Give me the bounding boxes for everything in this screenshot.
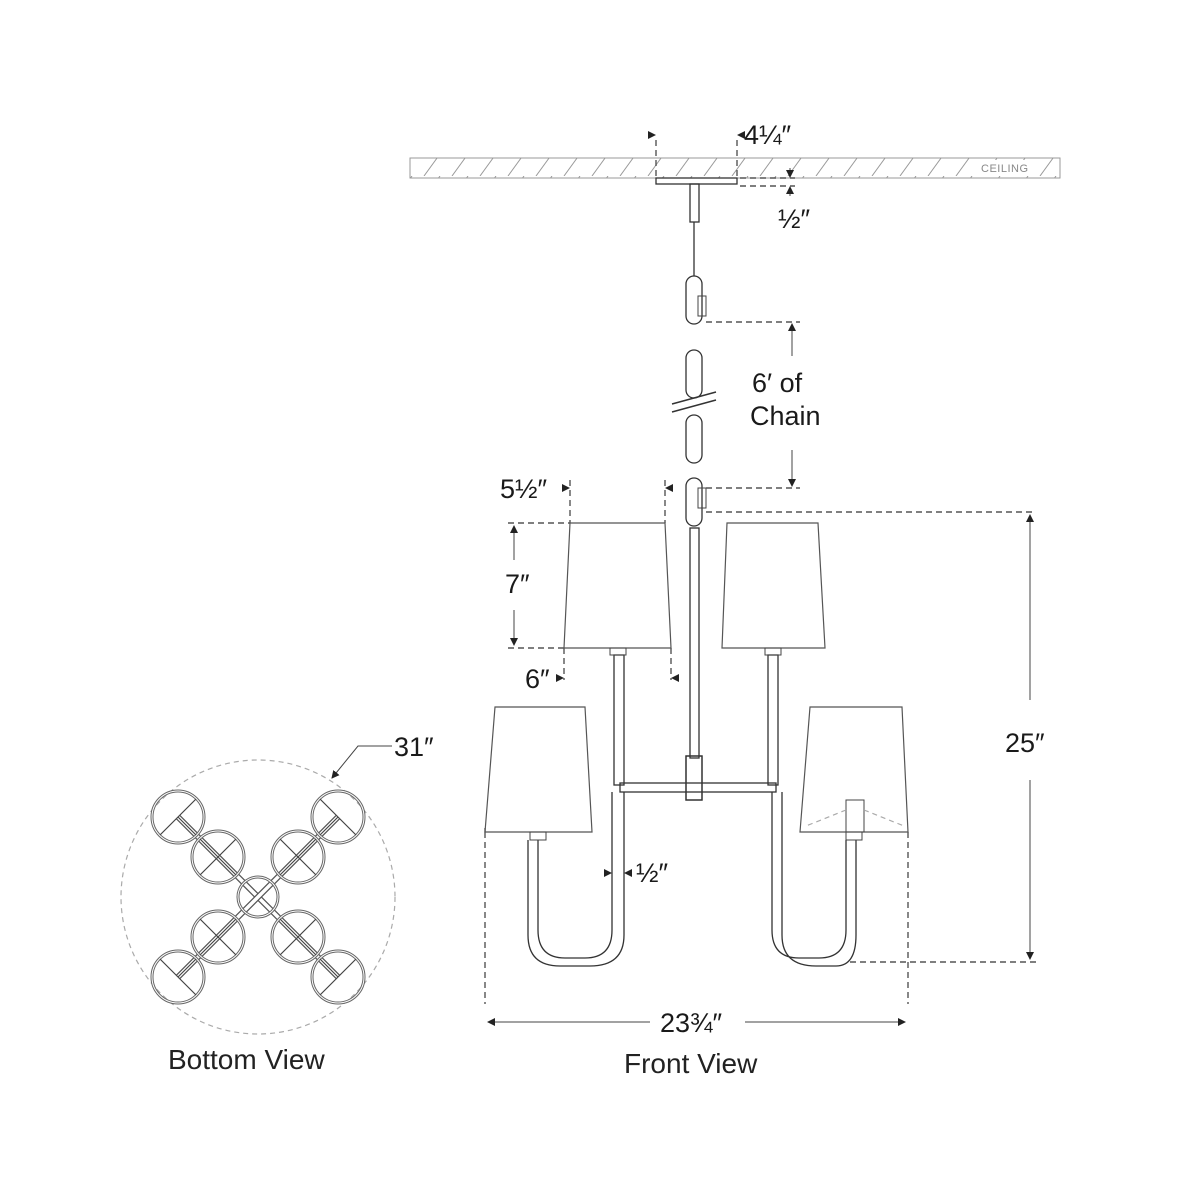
ceiling-label: CEILING	[981, 163, 1029, 175]
canopy-width-label: 4¼″	[744, 120, 792, 150]
chain-length-line2: Chain	[750, 401, 821, 431]
shade-upper-left	[563, 522, 672, 649]
shade-upper-right	[721, 522, 826, 649]
canopy-height-label: ½″	[778, 204, 811, 234]
bottom-diameter-label: 31″	[394, 732, 434, 762]
canopy: 4¼″ ½″	[648, 120, 811, 276]
shades	[484, 522, 909, 841]
bottom-view: 31″	[120, 732, 434, 1075]
overall-height-label: 25″	[1005, 728, 1045, 758]
front-view-caption: Front View	[624, 1048, 758, 1079]
shade-top-label: 5½″	[500, 474, 548, 504]
shade-dimensions: 5½″ 7″ 6″ ½″	[500, 474, 679, 888]
ceiling: CEILING	[409, 157, 1061, 179]
shade-lower-right	[799, 706, 909, 833]
shade-height-label: 7″	[505, 569, 530, 599]
overall-dimensions: 25″ 23¾″ Front View	[484, 511, 1045, 1079]
bottom-view-shades	[150, 789, 366, 1005]
bottom-view-caption: Bottom View	[168, 1044, 325, 1075]
chain-length-line1: 6′ of	[752, 368, 803, 398]
chain: 6′ of Chain	[671, 275, 821, 527]
arm-width-label: ½″	[636, 858, 669, 888]
shade-lower-left	[484, 706, 593, 833]
shade-bottom-label: 6″	[525, 664, 550, 694]
overall-width-label: 23¾″	[660, 1008, 723, 1038]
